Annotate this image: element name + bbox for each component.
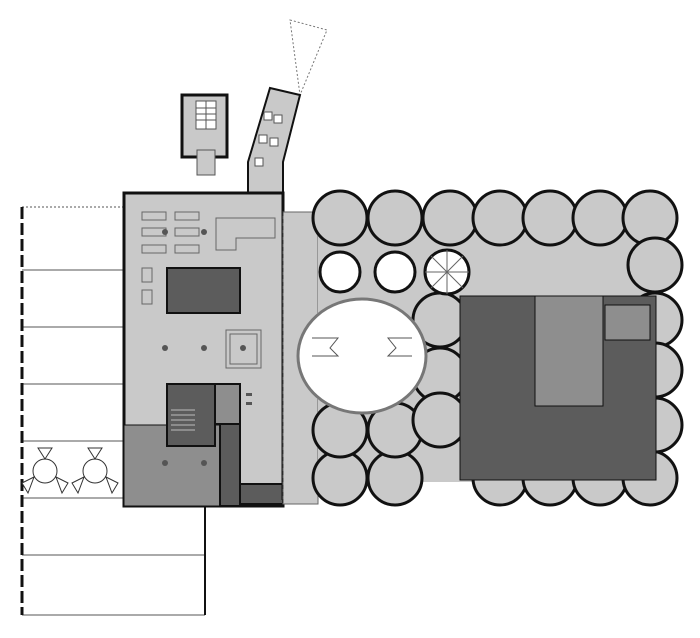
fan-symbol (21, 447, 119, 495)
angled-corridor (247, 19, 328, 194)
rotunda-circle (411, 391, 469, 449)
main-building (122, 191, 285, 508)
rotunda-circle (311, 189, 369, 247)
rotunda-circle (571, 189, 629, 247)
outdoor-grid (20, 206, 206, 616)
rotunda-circle (621, 189, 679, 247)
rotunda-circle (521, 189, 579, 247)
stair-tower (180, 93, 229, 176)
rotunda-circle (421, 189, 479, 247)
rotunda-circle (311, 449, 369, 507)
rotunda-circle (366, 189, 424, 247)
rotunda-circle (626, 236, 684, 294)
rotunda-circle (366, 449, 424, 507)
rotunda-circle (471, 189, 529, 247)
rotunda-complex (296, 189, 684, 507)
